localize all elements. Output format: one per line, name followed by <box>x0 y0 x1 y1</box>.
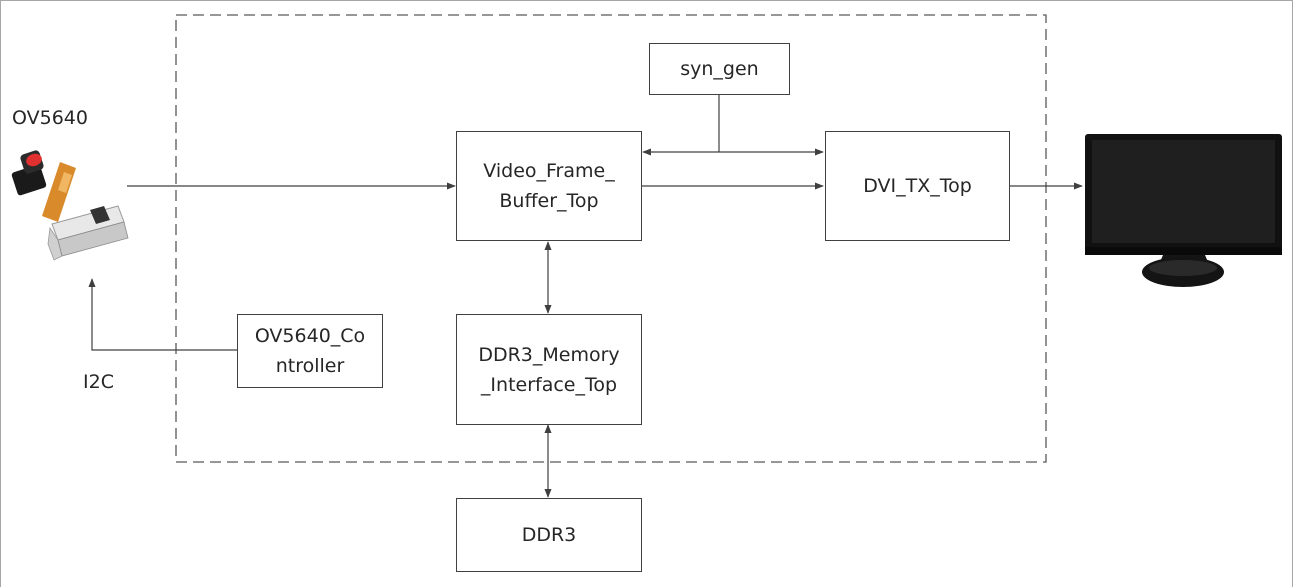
ddr3-label: DDR3 <box>521 524 577 546</box>
ddr3-memif-label-line2: _Interface_Top <box>480 373 618 396</box>
video-frame-buffer-label-line1: Video_Frame_ <box>483 160 615 182</box>
syn-gen-label: syn_gen <box>680 58 759 80</box>
monitor-chin <box>1085 247 1282 255</box>
camera-connector-front <box>57 221 129 257</box>
monitor-icon <box>1085 134 1282 287</box>
video-frame-buffer-label-line2: Buffer_Top <box>499 190 599 212</box>
ov5640-controller-label-line2: ntroller <box>275 355 345 377</box>
fpga-boundary <box>175 14 1047 463</box>
dvi-tx-block: DVI_TX_Top <box>825 131 1010 241</box>
monitor-stand-highlight <box>1149 260 1217 276</box>
camera-body <box>11 164 47 196</box>
monitor-screen <box>1092 140 1275 243</box>
ddr3-memif-label-line1: DDR3_Memory <box>478 343 620 366</box>
ddr3-block: DDR3 <box>456 498 642 572</box>
video-frame-buffer-block: Video_Frame_ Buffer_Top <box>456 131 642 241</box>
camera-lens <box>26 153 42 167</box>
ddr3-memory-interface-block: DDR3_Memory _Interface_Top <box>456 314 642 425</box>
camera-flex-cable <box>42 162 76 222</box>
camera-label: OV5640 <box>12 107 88 129</box>
syn-gen-block: syn_gen <box>649 43 790 95</box>
arrow-i2c <box>88 278 237 351</box>
camera-flex-highlight <box>58 172 72 193</box>
ov5640-controller-label-line1: OV5640_Co <box>254 325 366 347</box>
dvi-tx-label: DVI_TX_Top <box>863 175 972 197</box>
camera-module-icon <box>11 150 129 261</box>
camera-connector-latch <box>90 206 110 224</box>
ov5640-controller-block: OV5640_Co ntroller <box>237 314 383 388</box>
camera-connector-side <box>47 226 63 261</box>
i2c-label: I2C <box>83 371 114 393</box>
